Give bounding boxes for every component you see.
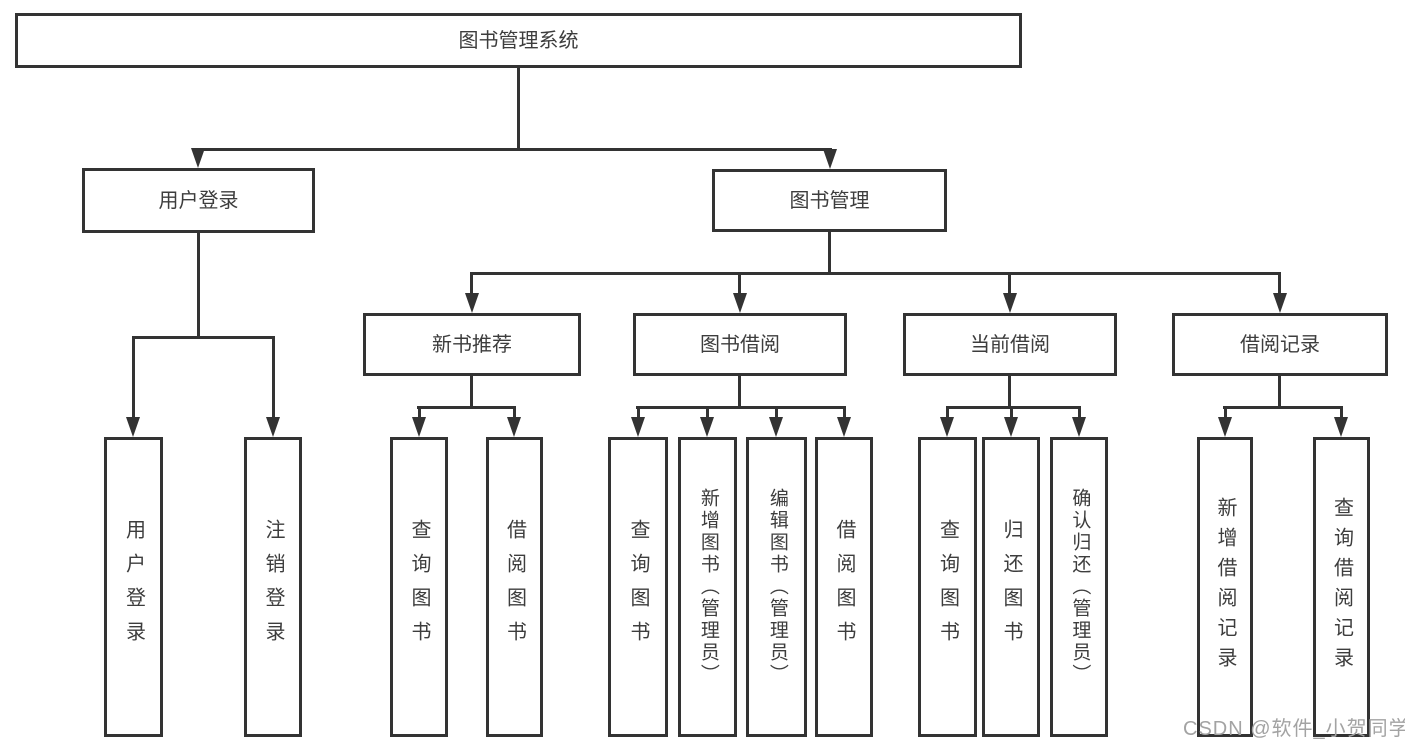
connector-line (517, 68, 520, 151)
node-book-management: 图书管理 (712, 169, 947, 232)
node-leaf-edit-books-admin: 编辑图书（管理员） (746, 437, 807, 737)
connector-line (1010, 406, 1013, 419)
node-leaf-query-borrow-record: 查询借阅记录 (1313, 437, 1370, 737)
connector-line (417, 406, 516, 409)
node-borrowing-records: 借阅记录 (1172, 313, 1388, 376)
node-new-book-recommendation: 新书推荐 (363, 313, 581, 376)
connector-line (418, 406, 421, 419)
arrowhead-down-icon (700, 417, 714, 437)
connector-line (1008, 376, 1011, 409)
node-leaf-borrow-books-recommend: 借阅图书 (486, 437, 543, 737)
csdn-watermark: CSDN @软件_小贺同学 (1183, 718, 1405, 740)
node-user-login: 用户登录 (82, 168, 315, 233)
node-leaf-logout: 注销登录 (244, 437, 302, 737)
arrowhead-down-icon (837, 417, 851, 437)
connector-line (1223, 406, 1343, 409)
connector-line (1340, 406, 1343, 419)
node-leaf-confirm-return-admin: 确认归还（管理员） (1050, 437, 1108, 737)
arrowhead-down-icon (465, 293, 479, 313)
arrowhead-down-icon (412, 417, 426, 437)
node-leaf-add-borrow-record: 新增借阅记录 (1197, 437, 1253, 737)
arrowhead-down-icon (769, 417, 783, 437)
arrowhead-down-icon (507, 417, 521, 437)
arrowhead-down-icon (631, 417, 645, 437)
connector-line (1278, 272, 1281, 296)
node-leaf-return-books: 归还图书 (982, 437, 1040, 737)
node-library-management-system: 图书管理系统 (15, 13, 1022, 68)
node-leaf-add-books-admin: 新增图书（管理员） (678, 437, 737, 737)
arrowhead-down-icon (126, 417, 140, 437)
connector-line (1224, 406, 1227, 419)
connector-line (706, 406, 709, 419)
connector-line (197, 233, 200, 339)
node-leaf-user-login: 用户登录 (104, 437, 163, 737)
connector-line (775, 406, 778, 419)
connector-line (470, 272, 1281, 275)
node-book-borrowing: 图书借阅 (633, 313, 847, 376)
node-leaf-query-books-recommend: 查询图书 (390, 437, 448, 737)
connector-line (946, 406, 1081, 409)
connector-line (828, 232, 831, 275)
arrowhead-down-icon (733, 293, 747, 313)
node-leaf-query-books-current: 查询图书 (918, 437, 977, 737)
connector-line (637, 406, 640, 419)
arrowhead-down-icon (191, 148, 205, 168)
node-current-borrowing: 当前借阅 (903, 313, 1117, 376)
connector-line (1278, 376, 1281, 409)
connector-line (132, 336, 135, 420)
connector-line (738, 376, 741, 409)
connector-line (946, 406, 949, 419)
arrowhead-down-icon (940, 417, 954, 437)
connector-line (197, 148, 832, 151)
arrowhead-down-icon (1218, 417, 1232, 437)
connector-line (470, 376, 473, 409)
connector-line (272, 336, 275, 420)
arrowhead-down-icon (1273, 293, 1287, 313)
node-leaf-borrow-books: 借阅图书 (815, 437, 873, 737)
arrowhead-down-icon (1072, 417, 1086, 437)
connector-line (1008, 272, 1011, 296)
arrowhead-down-icon (1334, 417, 1348, 437)
connector-line (513, 406, 516, 419)
node-leaf-query-books-borrowing: 查询图书 (608, 437, 668, 737)
connector-line (1078, 406, 1081, 419)
connector-line (636, 406, 846, 409)
arrowhead-down-icon (1004, 417, 1018, 437)
arrowhead-down-icon (823, 149, 837, 169)
connector-line (843, 406, 846, 419)
connector-line (738, 272, 741, 296)
arrowhead-down-icon (266, 417, 280, 437)
arrowhead-down-icon (1003, 293, 1017, 313)
connector-line (470, 272, 473, 296)
connector-line (132, 336, 275, 339)
